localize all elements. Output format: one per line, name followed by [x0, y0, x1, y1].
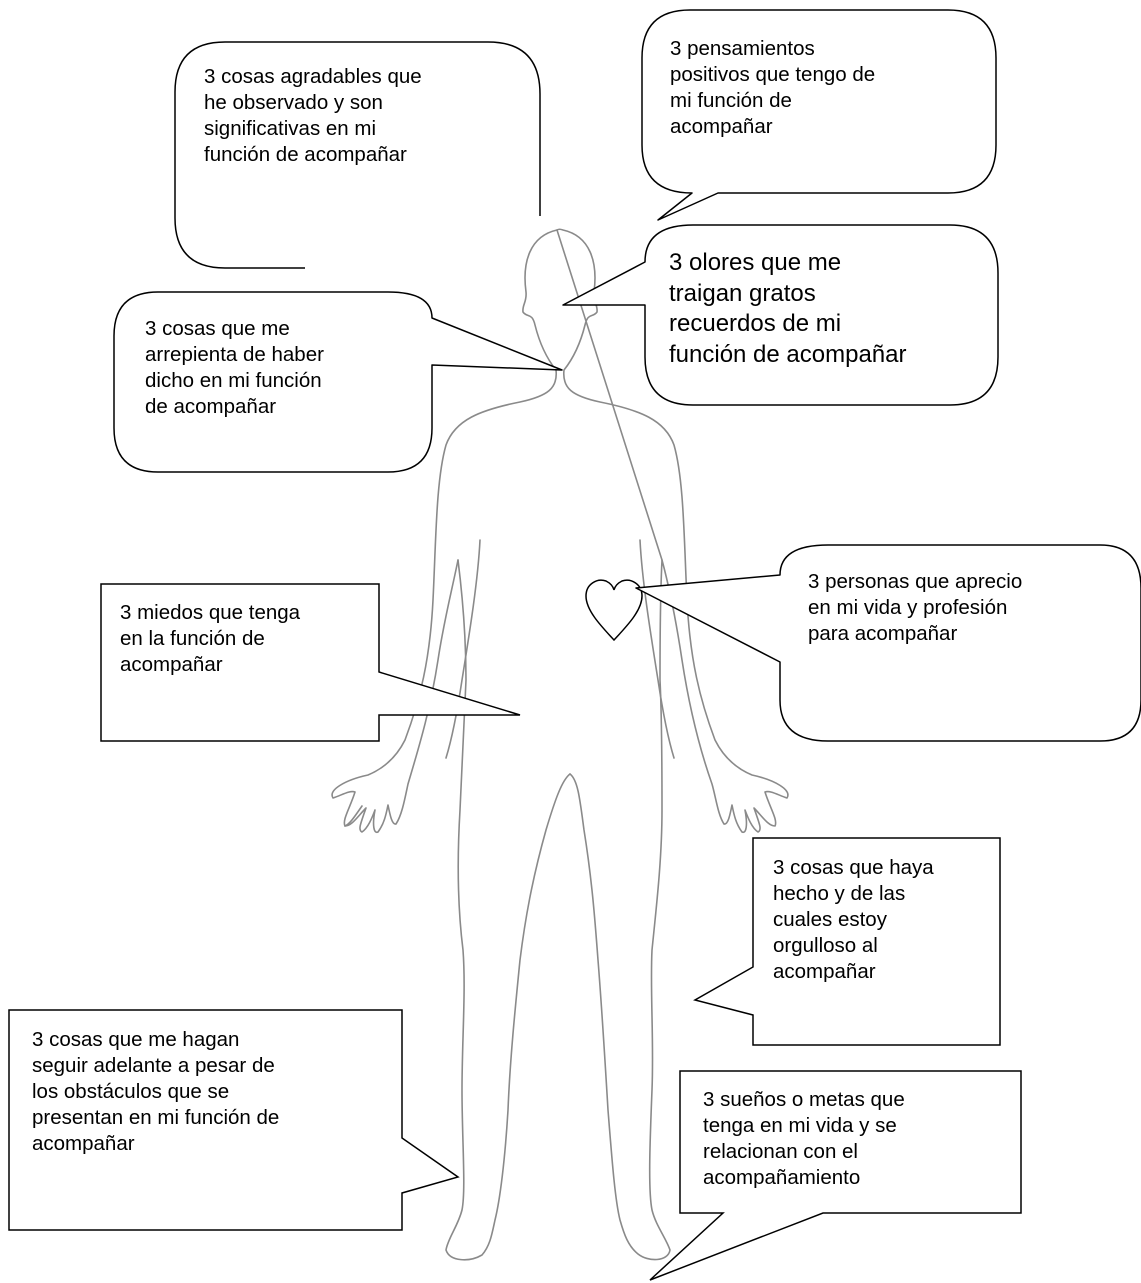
text-suenos: 3 sueños o metas que tenga en mi vida y … — [703, 1088, 905, 1189]
text-seguir-adelante: 3 cosas que me hagan seguir adelante a p… — [32, 1028, 280, 1155]
callout-suenos — [649, 1070, 1022, 1281]
callout-olores — [562, 224, 999, 406]
callout-personas — [635, 544, 1141, 742]
text-arrepentimientos: 3 cosas que me arrepienta de haber dicho… — [145, 317, 324, 418]
text-miedos: 3 miedos que tenga en la función de acom… — [120, 601, 301, 676]
callout-agradables — [174, 41, 541, 269]
callout-seguir-adelante — [8, 1009, 460, 1231]
callout-arrepentimientos — [113, 291, 563, 473]
callout-miedos — [100, 583, 521, 742]
human-body-outline-icon — [331, 228, 789, 1261]
text-orgullo: 3 cosas que haya hecho y de las cuales e… — [773, 856, 934, 983]
text-olores: 3 olores que me traigan gratos recuerdos… — [669, 249, 907, 368]
heart-icon — [585, 579, 643, 642]
text-personas: 3 personas que aprecio en mi vida y prof… — [808, 570, 1023, 645]
callout-orgullo — [693, 837, 1001, 1046]
text-pensamientos: 3 pensamientos positivos que tengo de mi… — [670, 37, 876, 138]
callout-pensamientos — [641, 9, 997, 221]
text-agradables: 3 cosas agradables que he observado y so… — [204, 65, 422, 166]
